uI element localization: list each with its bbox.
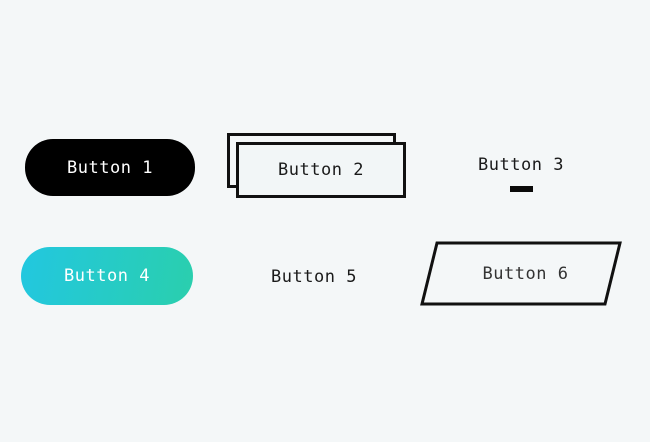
button-3-underline-dash [509, 186, 533, 192]
button-6-parallelogram[interactable]: Button 6 [415, 238, 630, 310]
button-2-label: Button 2 [278, 160, 364, 180]
button-6-label: Button 6 [482, 264, 569, 284]
button-3-text-with-dash[interactable]: Button 3 [455, 155, 587, 200]
button-4-gradient-pill[interactable]: Button 4 [21, 247, 193, 305]
button-4-label: Button 4 [64, 266, 150, 286]
button-1-label: Button 1 [67, 157, 153, 178]
button-6-parallelogram-shape [420, 241, 622, 306]
button-3-label: Button 3 [478, 155, 564, 175]
button-1-solid-pill[interactable]: Button 1 [25, 139, 195, 196]
button-5-plain-text[interactable]: Button 5 [262, 264, 366, 290]
button-2-front-rectangle[interactable]: Button 2 [236, 142, 406, 198]
button-5-label: Button 5 [271, 267, 357, 287]
button-2-double-outline[interactable]: Button 2 [227, 133, 406, 198]
